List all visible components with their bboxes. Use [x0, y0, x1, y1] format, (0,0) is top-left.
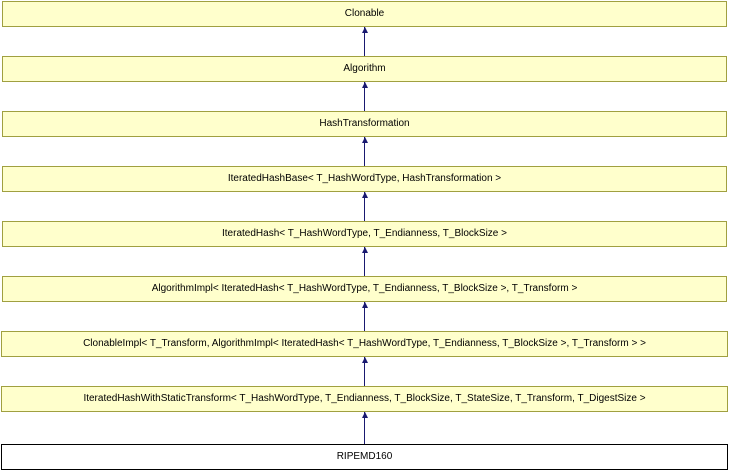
- class-node-hash-transformation[interactable]: HashTransformation: [2, 111, 727, 137]
- edge-algorithm-impl-to-iterated-hash: [364, 247, 365, 276]
- class-node-label-iterated-hash: IteratedHash< T_HashWordType, T_Endianne…: [222, 228, 507, 239]
- class-node-label-algorithm: Algorithm: [343, 63, 386, 74]
- edge-hash-transformation-to-algorithm-arrow-up-icon: [362, 82, 368, 88]
- class-node-ripemd160[interactable]: RIPEMD160: [1, 444, 728, 470]
- class-node-label-iterated-hash-base: IteratedHashBase< T_HashWordType, HashTr…: [227, 173, 502, 184]
- class-node-label-iterated-hash-with-static-transform: IteratedHashWithStaticTransform< T_HashW…: [83, 393, 646, 404]
- class-node-label-algorithm-impl: AlgorithmImpl< IteratedHash< T_HashWordT…: [151, 283, 578, 294]
- class-node-label-clonable-impl: ClonableImpl< T_Transform, AlgorithmImpl…: [83, 338, 646, 349]
- edge-static-transform-to-clonable-impl: [364, 357, 365, 386]
- edge-ripemd160-to-static-transform: [364, 412, 365, 444]
- class-node-clonable-impl[interactable]: ClonableImpl< T_Transform, AlgorithmImpl…: [1, 331, 728, 357]
- class-node-algorithm[interactable]: Algorithm: [2, 56, 727, 82]
- class-node-clonable[interactable]: Clonable: [2, 1, 727, 27]
- edge-algorithm-to-clonable: [364, 27, 365, 56]
- edge-static-transform-to-clonable-impl-arrow-up-icon: [362, 357, 368, 363]
- class-node-label-ripemd160: RIPEMD160: [336, 451, 393, 462]
- edge-clonable-impl-to-algorithm-impl-arrow-up-icon: [362, 302, 368, 308]
- edge-iterated-hash-to-iterated-hash-base: [364, 192, 365, 221]
- class-node-label-hash-transformation: HashTransformation: [319, 118, 410, 129]
- edge-algorithm-to-clonable-arrow-up-icon: [362, 27, 368, 33]
- edge-hash-transformation-to-algorithm: [364, 82, 365, 111]
- edge-ripemd160-to-static-transform-arrow-up-icon: [362, 412, 368, 418]
- edge-algorithm-impl-to-iterated-hash-arrow-up-icon: [362, 247, 368, 253]
- class-node-iterated-hash-base[interactable]: IteratedHashBase< T_HashWordType, HashTr…: [2, 166, 727, 192]
- class-node-algorithm-impl[interactable]: AlgorithmImpl< IteratedHash< T_HashWordT…: [2, 276, 727, 302]
- class-node-label-clonable: Clonable: [344, 8, 385, 19]
- class-node-iterated-hash-with-static-transform[interactable]: IteratedHashWithStaticTransform< T_HashW…: [1, 386, 728, 412]
- edge-clonable-impl-to-algorithm-impl: [364, 302, 365, 331]
- edge-iterated-hash-to-iterated-hash-base-arrow-up-icon: [362, 192, 368, 198]
- edge-iterated-hash-base-to-hash-transformation-arrow-up-icon: [362, 137, 368, 143]
- edge-iterated-hash-base-to-hash-transformation: [364, 137, 365, 166]
- class-node-iterated-hash[interactable]: IteratedHash< T_HashWordType, T_Endianne…: [2, 221, 727, 247]
